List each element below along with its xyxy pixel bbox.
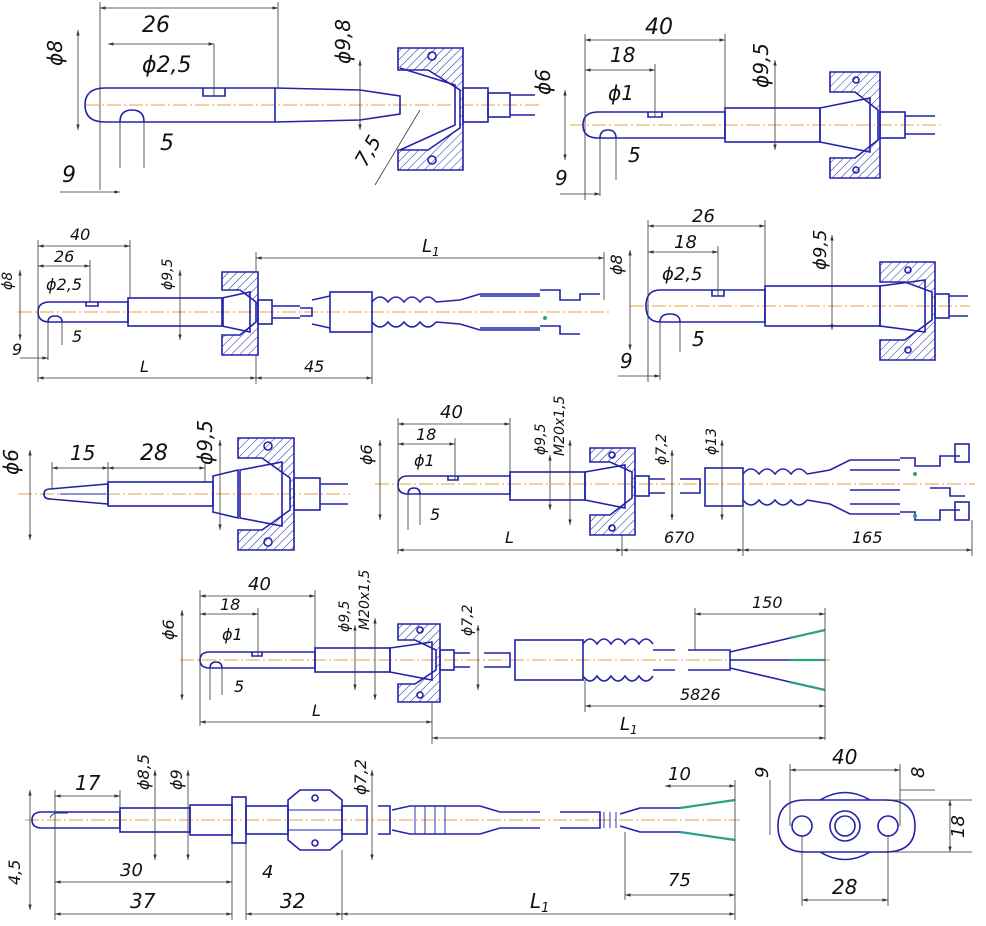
dim-5: 5 xyxy=(160,131,174,156)
dim-dia-6: ϕ6 xyxy=(357,444,376,465)
dim-5826: 5826 xyxy=(680,685,721,704)
dim-L1: L1 xyxy=(530,889,549,916)
dim-dia-9-5: ϕ9,5 xyxy=(193,420,217,465)
detail-1-sensor: 26 ϕ2,5 ϕ8 ϕ9,8 5 9 7,5 xyxy=(43,2,540,194)
dim-40: 40 xyxy=(248,574,271,595)
dim-28: 28 xyxy=(832,875,857,899)
dim-dia-8-5: ϕ8,5 xyxy=(134,754,153,790)
dim-165: 165 xyxy=(852,528,883,547)
dim-dia-9: ϕ9 xyxy=(167,769,186,790)
dim-18: 18 xyxy=(948,815,969,838)
dim-dia-9-5: ϕ9,5 xyxy=(337,600,353,632)
dim-8: 8 xyxy=(908,767,929,778)
dim-5: 5 xyxy=(430,505,440,524)
detail-2-sensor: 40 18 ϕ1 ϕ6 ϕ9,5 5 9 xyxy=(531,15,940,200)
dim-dia-6: ϕ6 xyxy=(531,69,555,95)
dim-L: L xyxy=(505,528,514,547)
dim-4: 4 xyxy=(262,862,273,883)
dim-18: 18 xyxy=(610,43,635,67)
dim-dia-1: ϕ1 xyxy=(414,451,435,470)
dim-dia-6: ϕ6 xyxy=(0,449,23,475)
dim-37: 37 xyxy=(130,889,156,913)
dim-thread-m20: M20x1,5 xyxy=(357,569,373,630)
dim-32: 32 xyxy=(280,889,305,913)
dim-dia-7-2: ϕ7,2 xyxy=(460,604,476,636)
dim-18: 18 xyxy=(220,595,240,614)
dim-dia-8: ϕ8 xyxy=(0,272,16,290)
detail-8-sensor-nut: 17 ϕ8,5 ϕ9 ϕ7,2 10 30 4 75 37 32 L1 4,5 xyxy=(5,754,740,920)
dim-dia-9-5: ϕ9,5 xyxy=(160,258,176,290)
dim-670: 670 xyxy=(664,528,695,547)
dim-9: 9 xyxy=(555,166,568,190)
dim-15: 15 xyxy=(70,441,95,465)
detail-5-pin-sensor: ϕ6 15 28 ϕ9,5 xyxy=(0,420,350,551)
dim-26: 26 xyxy=(54,247,74,266)
dim-40: 40 xyxy=(70,225,90,244)
dim-5: 5 xyxy=(234,677,244,696)
dim-28: 28 xyxy=(140,441,168,466)
dim-dia-6: ϕ6 xyxy=(159,619,178,640)
dim-thread-m20: M20x1,5 xyxy=(552,395,568,456)
dim-26: 26 xyxy=(692,206,715,227)
dim-dia-13: ϕ13 xyxy=(704,428,720,455)
dim-dia-8: ϕ8 xyxy=(43,40,67,66)
detail-4-sensor: 26 18 ϕ2,5 ϕ8 ϕ9,5 5 9 xyxy=(607,206,970,382)
dim-26: 26 xyxy=(142,13,170,38)
dim-L1: L1 xyxy=(620,714,638,737)
dim-dia-7-2: ϕ7,2 xyxy=(654,433,670,465)
dim-40: 40 xyxy=(440,402,463,423)
dim-9: 9 xyxy=(62,163,76,188)
dim-150: 150 xyxy=(752,593,783,612)
dim-9: 9 xyxy=(620,349,633,373)
detail-6-sensor-connector: 40 18 ϕ1 ϕ6 ϕ9,5 M20x1,5 ϕ7,2 ϕ13 5 L 67… xyxy=(357,395,975,556)
dim-dia-2-5: ϕ2,5 xyxy=(142,53,192,78)
dim-dia-9-5: ϕ9,5 xyxy=(749,43,773,88)
dim-dia-9-8: ϕ9,8 xyxy=(331,19,355,64)
dim-L1: L1 xyxy=(422,236,440,259)
dim-75: 75 xyxy=(668,870,691,891)
dim-40: 40 xyxy=(645,15,673,40)
dim-40: 40 xyxy=(832,745,857,769)
dim-5: 5 xyxy=(628,143,641,167)
dim-7-5: 7,5 xyxy=(350,131,387,171)
dim-5: 5 xyxy=(72,327,82,346)
dim-30: 30 xyxy=(120,860,143,881)
dim-18: 18 xyxy=(674,232,697,253)
dim-9: 9 xyxy=(12,340,22,359)
dim-17: 17 xyxy=(75,771,101,795)
dim-dia-9-5: ϕ9,5 xyxy=(533,423,549,455)
dim-dia-1: ϕ1 xyxy=(222,625,243,644)
dim-dia-2-5: ϕ2,5 xyxy=(46,275,82,294)
dim-L: L xyxy=(140,357,149,376)
dim-L: L xyxy=(312,701,321,720)
dim-dia-9-5: ϕ9,5 xyxy=(810,230,831,271)
dim-dia-8: ϕ8 xyxy=(607,254,626,275)
dim-9: 9 xyxy=(752,767,773,778)
dim-5: 5 xyxy=(692,327,705,351)
dim-10: 10 xyxy=(668,764,691,785)
detail-9-flange-plate: 40 9 8 18 28 xyxy=(752,745,972,906)
dim-dia-7-2: ϕ7,2 xyxy=(351,759,370,795)
dim-dia-2-5: ϕ2,5 xyxy=(662,264,703,285)
detail-7-sensor-leads: 40 18 ϕ1 ϕ6 ϕ9,5 M20x1,5 ϕ7,2 150 5 5826… xyxy=(159,569,830,744)
dim-18: 18 xyxy=(416,425,436,444)
dim-dia-1: ϕ1 xyxy=(608,81,634,105)
dim-side: 4,5 xyxy=(5,860,24,885)
dim-45: 45 xyxy=(304,357,324,376)
detail-3-sensor-cable: 40 26 ϕ2,5 ϕ8 ϕ9,5 L1 5 9 L 45 xyxy=(0,225,610,384)
